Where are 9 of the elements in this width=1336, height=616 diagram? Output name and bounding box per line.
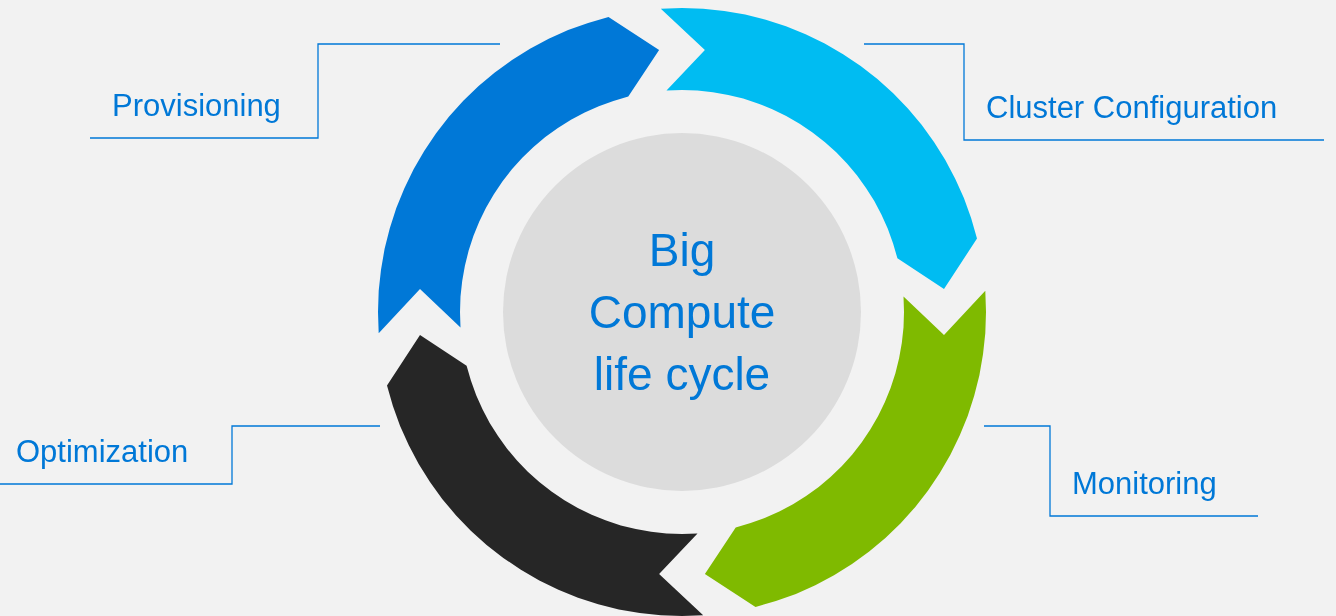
center-title: Big Compute life cycle xyxy=(587,223,777,402)
stage-label: Optimization xyxy=(16,434,189,470)
stage-label: Cluster Configuration xyxy=(986,90,1278,126)
leader-line xyxy=(0,425,381,485)
leader-line xyxy=(983,425,1259,517)
stage-label: Monitoring xyxy=(1072,466,1217,502)
leader-line xyxy=(863,43,1325,141)
stage-label: Provisioning xyxy=(112,88,281,124)
leader-line xyxy=(89,43,501,139)
